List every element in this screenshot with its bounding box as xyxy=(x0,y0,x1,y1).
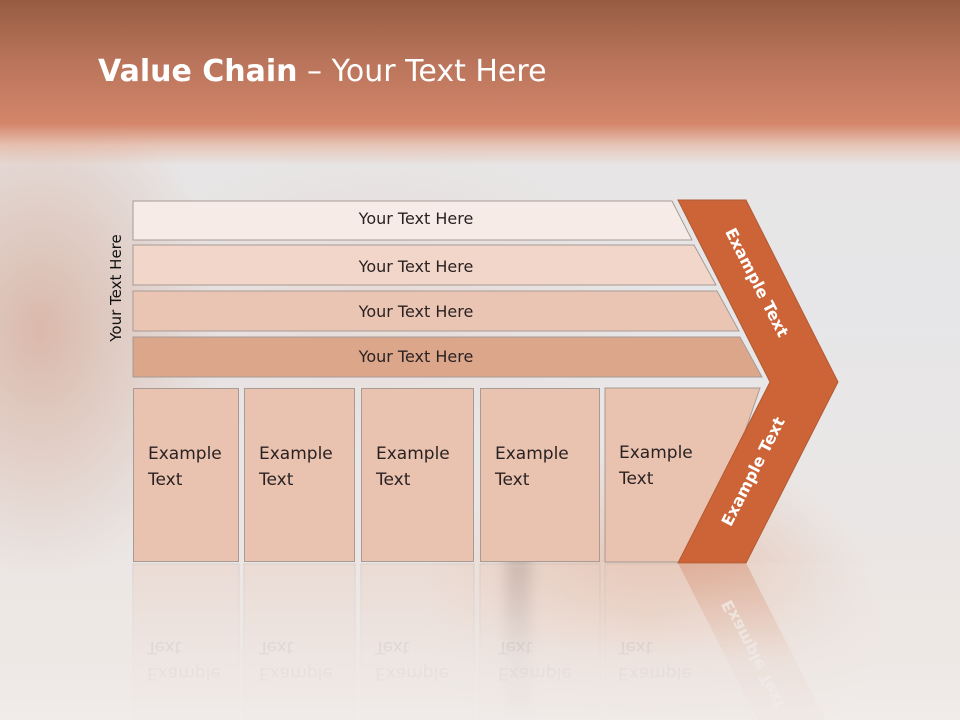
row-3-shape xyxy=(132,290,740,332)
page-title: Value Chain – Your Text Here xyxy=(98,54,547,89)
cell-3-line1: Example xyxy=(376,444,450,464)
cell-4-line2: Text xyxy=(495,470,530,490)
cell-2-line1: Example xyxy=(259,444,333,464)
cell-1-line2: Text xyxy=(148,470,183,490)
cell-2-line2: Text xyxy=(259,470,294,490)
row-4-label: Your Text Here xyxy=(358,347,474,366)
row-3-label: Your Text Here xyxy=(358,302,474,321)
title-bold: Value Chain xyxy=(98,54,298,89)
primary-cell-5: Example Text xyxy=(605,388,697,562)
row-2-label: Your Text Here xyxy=(358,257,474,276)
primary-cell-4: Example Text xyxy=(480,388,600,562)
cell-5-line2: Text xyxy=(619,469,654,489)
reflection-fade xyxy=(0,563,960,720)
row-1-label: Your Text Here xyxy=(358,209,474,228)
primary-cell-2: Example Text xyxy=(244,388,355,562)
header-band xyxy=(0,0,960,165)
row-1-shape xyxy=(132,200,693,241)
primary-cell-3: Example Text xyxy=(361,388,474,562)
cell-5-line1: Example xyxy=(619,443,693,463)
title-rest: – Your Text Here xyxy=(297,54,547,89)
cell-1-line1: Example xyxy=(148,444,222,464)
primary-cell-1: Example Text xyxy=(133,388,239,562)
row-4-shape xyxy=(132,336,763,378)
row-2-shape xyxy=(132,244,717,286)
cell-3-line2: Text xyxy=(376,470,411,490)
cell-4-line1: Example xyxy=(495,444,569,464)
